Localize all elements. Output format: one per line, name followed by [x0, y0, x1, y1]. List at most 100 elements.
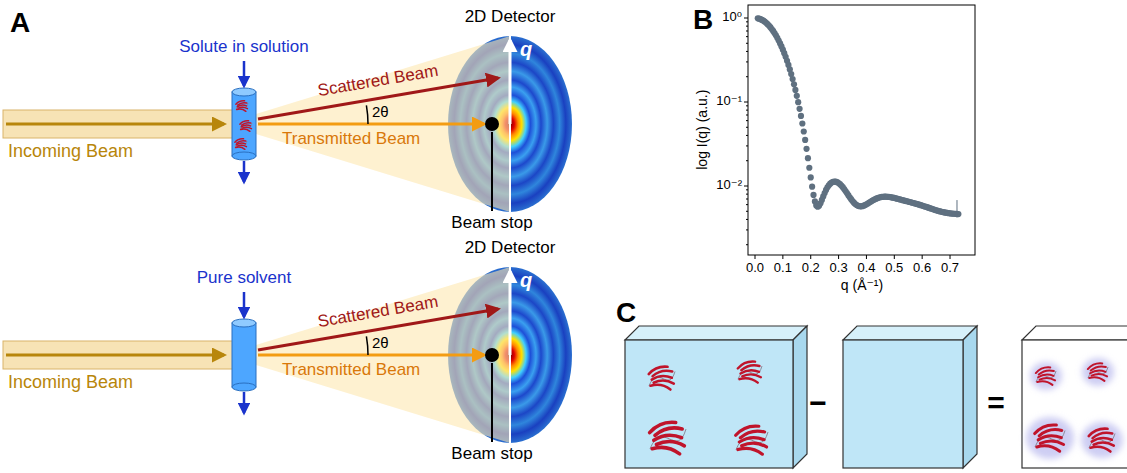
- beam-stop-label: Beam stop: [451, 214, 532, 233]
- subtraction-scheme: [625, 326, 1127, 468]
- flow-out-arrow: [243, 161, 246, 182]
- y-tick: [744, 18, 748, 19]
- y-minor-tick: [746, 31, 748, 32]
- x-tick: [838, 255, 839, 259]
- y-tick: [744, 102, 748, 103]
- transmitted-beam-arrow: [258, 354, 484, 357]
- x-tick-label: 0.0: [746, 261, 764, 275]
- y-minor-tick: [746, 219, 748, 220]
- y-minor-tick: [746, 115, 748, 116]
- cylinder-top: [232, 319, 256, 327]
- x-tick-label: 0.4: [857, 261, 875, 275]
- protein-coil: [649, 372, 675, 386]
- y-minor-tick: [746, 211, 748, 212]
- protein-ribbon: [1035, 365, 1056, 385]
- x-tick-label: 0.5: [885, 261, 903, 275]
- scattering-cone: [256, 267, 510, 443]
- hydration-shell: [1026, 417, 1074, 459]
- operator-sign: =: [987, 386, 1005, 419]
- flow-in-arrow: [243, 61, 246, 86]
- x-tick: [894, 255, 895, 259]
- beam-label: Scattered Beam: [316, 62, 439, 101]
- protein-coil: [1036, 371, 1056, 382]
- protein-ribbon: [1034, 422, 1065, 452]
- plot-frame: [748, 5, 975, 255]
- incoming-beam-arrow: [6, 123, 224, 126]
- vector-label: q: [520, 38, 532, 60]
- data-point: [796, 106, 802, 112]
- transmitted-beam-arrow: [258, 123, 484, 126]
- panel-letter: A: [10, 8, 30, 39]
- angle-arc: [366, 105, 368, 124]
- cylinder-bottom: [232, 152, 256, 160]
- cube-top: [843, 326, 977, 340]
- cube-front: [625, 340, 793, 468]
- incoming-beam-band: [3, 110, 253, 138]
- q-arrow: [509, 271, 512, 355]
- x-tick: [950, 255, 951, 259]
- solvent-box: [843, 326, 977, 468]
- solution-box: [625, 326, 807, 468]
- data-point: [810, 192, 816, 198]
- vector-label: q: [520, 269, 532, 291]
- y-minor-tick: [746, 61, 748, 62]
- cube-top: [625, 326, 807, 340]
- y-minor-tick: [746, 21, 748, 22]
- beam-stop-leader: [491, 363, 493, 442]
- flow-in-arrow: [243, 292, 246, 317]
- axis-title: q (Å⁻¹): [841, 278, 883, 293]
- hydration-shell: [1030, 362, 1062, 390]
- beam-label: Incoming Beam: [8, 373, 133, 393]
- beta-strand: [236, 147, 245, 150]
- y-tick: [744, 186, 748, 187]
- beta-strand: [652, 446, 680, 454]
- protein-coil: [738, 366, 762, 379]
- y-minor-tick: [746, 36, 748, 37]
- beam-stop-leader: [491, 132, 493, 211]
- detector-label: 2D Detector: [465, 8, 556, 27]
- protein-ribbon: [648, 364, 675, 390]
- solute-setup: [3, 36, 572, 212]
- data-point: [801, 128, 807, 134]
- protein-ribbon: [648, 418, 686, 454]
- beta-strand: [241, 129, 250, 132]
- y-minor-tick: [746, 229, 748, 230]
- x-tick-label: 0.3: [830, 261, 848, 275]
- y-minor-tick: [746, 135, 748, 136]
- data-point: [798, 113, 804, 119]
- protein-ribbon: [239, 119, 252, 131]
- q-arrow: [509, 40, 512, 124]
- angle-label: 2θ: [372, 104, 389, 121]
- error-bar: [956, 200, 957, 218]
- panel-letter: B: [693, 5, 713, 36]
- x-tick-label: 0.2: [802, 261, 820, 275]
- saxs-plot: [744, 5, 975, 259]
- detector-divider: [509, 36, 511, 212]
- data-point: [805, 155, 811, 161]
- cube-side: [793, 326, 807, 468]
- x-tick: [922, 255, 923, 259]
- protein-ribbon: [1087, 361, 1108, 381]
- beam-stop-label: Beam stop: [451, 445, 532, 464]
- y-minor-tick: [746, 105, 748, 106]
- flow-out-arrow: [243, 392, 246, 413]
- sample-label: Solute in solution: [179, 38, 308, 57]
- operator-sign: −: [809, 386, 827, 419]
- y-minor-tick: [746, 204, 748, 205]
- x-tick: [810, 255, 811, 259]
- x-tick-label: 0.1: [774, 261, 792, 275]
- y-minor-tick: [746, 160, 748, 161]
- protein-coil: [650, 429, 686, 449]
- protein-ribbon: [737, 359, 762, 383]
- y-tick-label: 10⁻²: [716, 178, 742, 192]
- data-point: [955, 211, 961, 217]
- data-point: [809, 184, 815, 190]
- detector-label: 2D Detector: [465, 239, 556, 258]
- cylinder-top: [232, 88, 256, 96]
- data-point: [802, 137, 808, 143]
- data-point: [791, 81, 797, 87]
- incoming-beam-band: [3, 341, 253, 369]
- beta-strand: [237, 109, 246, 112]
- difference-box: [1022, 326, 1127, 468]
